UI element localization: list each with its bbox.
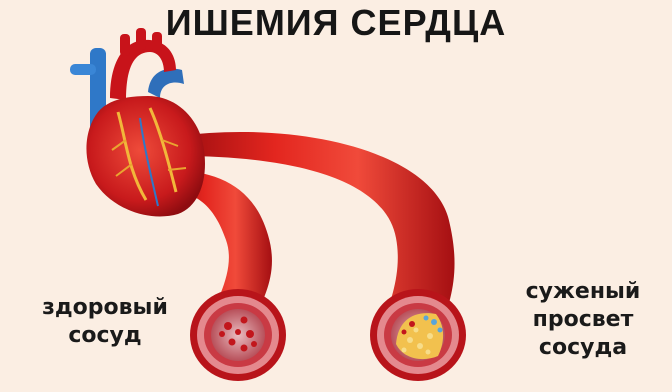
healthy-label-line1: здоровый [12,294,198,322]
healthy-label-line2: сосуд [12,322,198,350]
healthy-vessel-label: здоровый сосуд [12,294,198,350]
narrowed-label-line3: сосуда [502,334,664,362]
narrowed-label-line1: суженый [502,278,664,306]
diagram-title: ИШЕМИЯ СЕРДЦА [0,2,672,44]
narrowed-vessel-label: суженый просвет сосуда [502,278,664,362]
healthy-vessel-cross-section [190,289,286,381]
narrowed-vessel-cross-section [370,289,466,381]
heart-icon [70,28,205,216]
narrowed-label-line2: просвет [502,306,664,334]
